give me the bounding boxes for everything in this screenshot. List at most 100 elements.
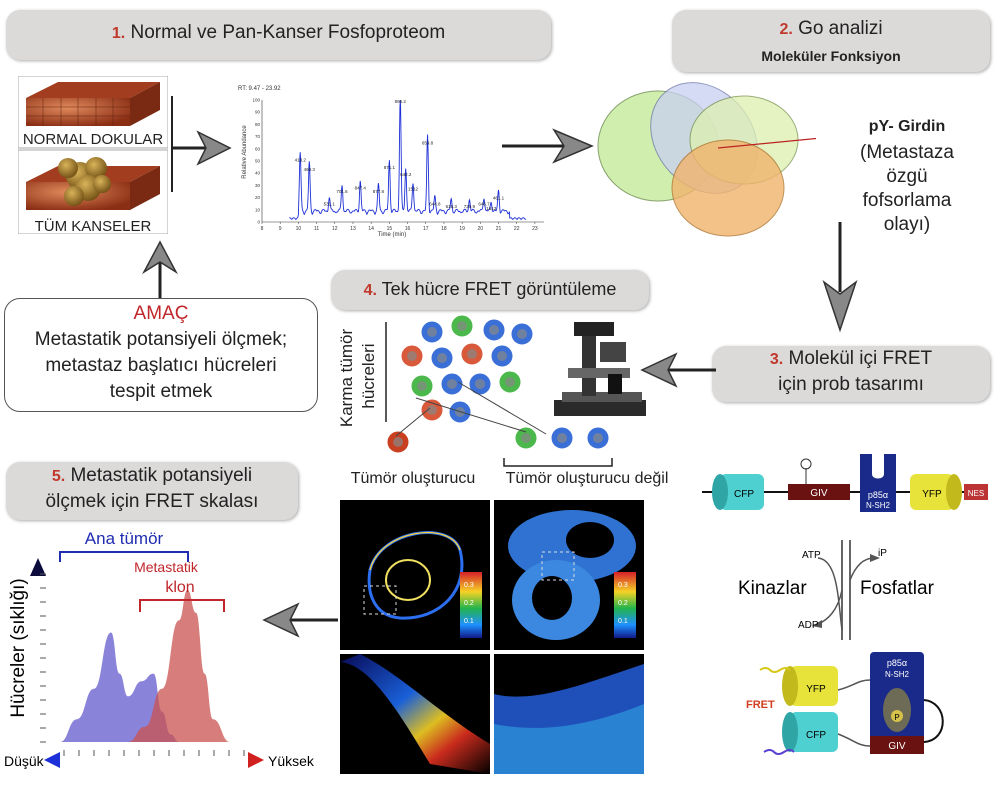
cell-nucleus-icon: [521, 433, 531, 443]
spectrum-xtick: 18: [441, 226, 447, 232]
giv-box-icon: GIV: [788, 458, 850, 500]
scale-ticks-left: 0.3 0.2 0.1: [464, 577, 474, 631]
scale-tick-0.1: 0.1: [618, 618, 628, 625]
step1-number: 1.: [111, 25, 126, 42]
metastatic-clone-distribution: [128, 590, 230, 742]
cell-nucleus-icon: [475, 379, 485, 389]
hist-ylabel: Hücreler (sıklığı): [8, 578, 29, 717]
venn-desc-line2: özgü: [886, 166, 928, 187]
step5-number: 5.: [51, 468, 66, 485]
spectrum-peak-label: 642.2: [400, 172, 412, 177]
fret-image-initiating: [340, 500, 490, 650]
fret-zoom-non-initiating: [494, 654, 644, 774]
scale-tick-0.2: 0.2: [618, 600, 628, 607]
cell-nucleus-icon: [467, 349, 477, 359]
cell-nucleus-icon: [407, 351, 417, 361]
step2-title: Go analizi: [798, 18, 883, 39]
hist-low-label: Düşük: [4, 753, 45, 769]
metastatic-label1: Metastatik: [134, 559, 199, 575]
cancer-tissue-label: TÜM KANSELER: [35, 217, 152, 234]
goal-title: AMAÇ: [133, 303, 189, 324]
venn-description: (Metastaza özgü fofsorlama olayı): [836, 141, 978, 237]
goal-line2: metastaz başlatıcı hücreleri: [45, 355, 277, 376]
microscope-icon: [554, 322, 646, 416]
fret-scale-histogram: Hücreler (sıklığı) Düşük Yüksek Ana tümö…: [4, 529, 315, 769]
spectrum-header: RT: 9.47 - 23.92: [238, 86, 281, 92]
spectrum-peak-label: 531.1: [324, 201, 336, 206]
arrow-goal-to-tissue: [142, 240, 178, 304]
cell-nucleus-icon: [437, 353, 447, 363]
nes-box-icon: NES: [964, 484, 988, 500]
spectrum-peak-label: 847.4: [355, 186, 367, 191]
step5-header: 5. Metastatik potansiyeli ölçmek için FR…: [6, 462, 298, 520]
nsh2-label: N-SH2: [866, 501, 891, 510]
step5-line1: Metastatik potansiyeli: [70, 465, 253, 486]
spectrum-xtick: 11: [314, 226, 319, 232]
cfp-label: CFP: [734, 489, 754, 500]
scale-tick-0.3: 0.3: [464, 582, 474, 589]
adp-label: ADP: [798, 620, 819, 631]
metastatic-bracket: [139, 599, 225, 612]
step4-title: Tek hücre FRET görüntüleme: [381, 279, 617, 299]
arrow-imaging-to-scale: [262, 602, 338, 638]
goal-line3: tespit etmek: [109, 381, 213, 402]
yfp-label: YFP: [922, 489, 942, 500]
spectrum-ytick: 60: [255, 146, 261, 151]
spectrum-peak-label: 469.3: [304, 167, 316, 172]
step3-number: 3.: [769, 351, 784, 368]
cell-nucleus-icon: [427, 405, 437, 415]
spectrum-xtick: 22: [514, 226, 520, 232]
spectrum-peak-label: 418.2: [295, 157, 307, 162]
spectrum-peak-label: 644.8: [429, 201, 441, 206]
tissue-illustration: NORMAL DOKULAR TÜM KANSELER: [17, 75, 169, 235]
spectrum-xlabel: Time (min): [378, 232, 406, 238]
spectrum-peak-label: 646.7: [478, 201, 490, 206]
pY-girdin-label: pY- Girdin: [868, 118, 946, 135]
non-initiating-bracket: [503, 458, 613, 467]
spectrum-peak-label: 461.1: [493, 195, 505, 200]
spectrum-ytick: 80: [255, 122, 261, 127]
spectrum-xtick: 16: [405, 226, 411, 232]
cell-nucleus-icon: [593, 433, 603, 443]
mixed-cells-line1: Karma tümör: [337, 328, 356, 428]
cell-nucleus-icon: [505, 377, 515, 387]
cell-nucleus-icon: [393, 437, 403, 447]
step3-line2: için prob tasarımı: [778, 374, 924, 395]
spectrum-ytick: 10: [255, 207, 261, 212]
arrow-probe-to-imaging: [640, 352, 716, 388]
step2-header: 2. Go analizi Moleküler Fonksiyon: [672, 10, 990, 72]
folded-nsh2-label: N-SH2: [885, 670, 910, 679]
spectrum-xtick: 14: [368, 226, 374, 232]
cell-nucleus-icon: [497, 351, 507, 361]
scale-tick-0.3: 0.3: [618, 582, 628, 589]
spectrum-peak-label: 896.2: [395, 99, 407, 104]
spectrum-xtick: 20: [478, 226, 484, 232]
spectrum-ytick: 40: [255, 171, 261, 176]
folded-giv-label: GIV: [888, 741, 906, 752]
scale-tick-0.1: 0.1: [464, 618, 474, 625]
tissue-panel: NORMAL DOKULAR TÜM KANSELER: [17, 75, 169, 235]
normal-tissue-label: NORMAL DOKULAR: [23, 131, 163, 148]
mixed-cell-cluster: [385, 314, 646, 454]
arrow-tissue-to-spectrum: [171, 96, 232, 192]
spectrum-xtick: 15: [387, 226, 393, 232]
spectrum-peak-label: 871.1: [384, 165, 396, 170]
arrow-venn-to-probe: [822, 222, 858, 333]
spectrum-peak-label: 1613: [486, 206, 497, 211]
kinases-label: Kinazlar: [738, 578, 807, 599]
venn-desc-line1: (Metastaza: [860, 142, 954, 163]
step3-line1: Molekül içi FRET: [788, 348, 933, 369]
spectrum-xtick: 13: [350, 226, 356, 232]
spectrum-ytick: 90: [255, 110, 261, 115]
spectrum-ytick: 0: [257, 220, 260, 225]
step1-title: Normal ve Pan-Kanser Fosfoproteom: [130, 22, 446, 43]
spectrum-ytick: 70: [255, 134, 261, 139]
venn-desc-line3: fofsorlama: [862, 190, 952, 211]
mixed-cells-label: Karma tümör hücreleri: [322, 318, 378, 448]
step2-number: 2.: [779, 21, 793, 38]
nes-label: NES: [968, 489, 984, 498]
cell-nucleus-icon: [447, 379, 457, 389]
cell-nucleus-icon: [517, 329, 527, 339]
non-initiating-label: Tümör oluşturucu değil: [505, 470, 669, 487]
